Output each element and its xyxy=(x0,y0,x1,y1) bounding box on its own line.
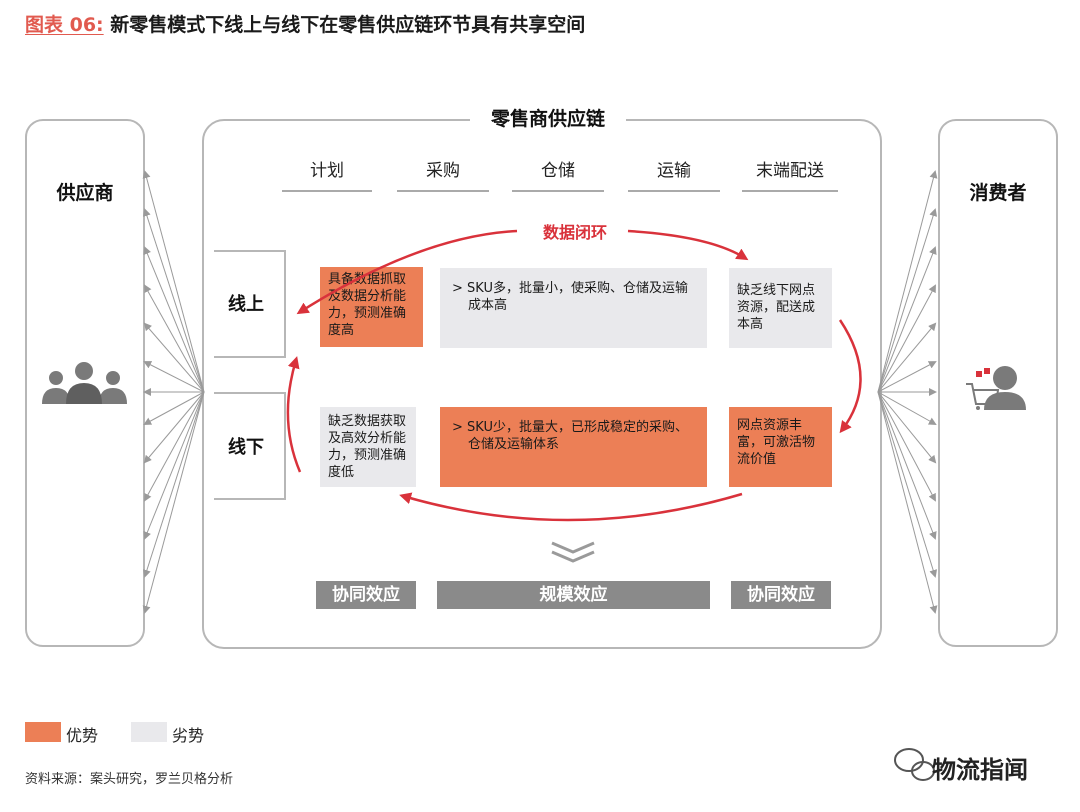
offline-row-label: 线下 xyxy=(228,437,264,458)
legend-advantage-label: 优势 xyxy=(66,726,99,745)
wechat-icon xyxy=(894,748,935,781)
offline-row-bracket xyxy=(214,392,286,500)
synergy-effect-left: 协同效应 xyxy=(316,581,416,609)
offline-delivery-cell: 网点资源丰富，可激活物流价值 xyxy=(729,407,832,487)
consumer-shopping-icon xyxy=(966,366,1026,410)
supplier-fan-arrows xyxy=(142,170,205,614)
online-middle-cell: > SKU多，批量小，使采购、仓储及运输成本高 xyxy=(440,268,707,348)
consumer-label: 消费者 xyxy=(969,182,1027,204)
figure-number: 图表 06: xyxy=(25,14,104,36)
retail-chain-title: 零售商供应链 xyxy=(470,104,626,131)
legend-advantage-swatch xyxy=(25,722,61,742)
supplier-box xyxy=(25,119,145,647)
figure-title: 图表 06: 新零售模式下线上与线下在零售供应链环节具有共享空间 xyxy=(25,10,585,37)
supplier-label: 供应商 xyxy=(56,182,114,204)
stage-transport: 运输 xyxy=(628,160,720,192)
people-group-icon xyxy=(42,362,127,404)
stage-plan: 计划 xyxy=(282,160,372,192)
stage-procure: 采购 xyxy=(397,160,489,192)
double-chevron-down-icon xyxy=(551,541,595,563)
legend-disadvantage-swatch xyxy=(131,722,167,742)
online-row-label: 线上 xyxy=(228,294,264,315)
retail-chain-box xyxy=(202,119,882,649)
online-row-bracket xyxy=(214,250,286,358)
data-loop-arrows xyxy=(286,229,862,522)
synergy-effect-right: 协同效应 xyxy=(731,581,831,609)
consumer-fan-arrows xyxy=(877,170,938,614)
scale-effect: 规模效应 xyxy=(437,581,710,609)
online-plan-cell: 具备数据抓取及数据分析能力，预测准确度高 xyxy=(320,267,423,347)
figure-title-text: 新零售模式下线上与线下在零售供应链环节具有共享空间 xyxy=(110,14,586,36)
consumer-box xyxy=(938,119,1058,647)
offline-plan-cell: 缺乏数据获取及高效分析能力，预测准确度低 xyxy=(320,407,416,487)
online-delivery-cell: 缺乏线下网点资源，配送成本高 xyxy=(729,268,832,348)
stage-last-mile: 末端配送 xyxy=(742,160,838,192)
data-loop-label: 数据闭环 xyxy=(525,219,625,243)
source-note: 资料来源：案头研究，罗兰贝格分析 xyxy=(25,772,234,787)
offline-middle-cell: > SKU少，批量大，已形成稳定的采购、 仓储及运输体系 xyxy=(440,407,707,487)
stage-warehouse: 仓储 xyxy=(512,160,604,192)
legend-disadvantage-label: 劣势 xyxy=(172,726,205,745)
watermark-text: 物流指闻 xyxy=(932,756,1028,784)
